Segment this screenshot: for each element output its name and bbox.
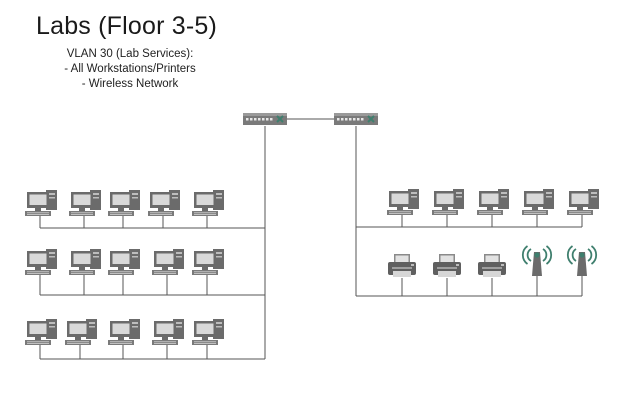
computer-icon bbox=[25, 190, 57, 216]
wireless-ap-icon bbox=[521, 245, 553, 277]
computer-icon bbox=[65, 319, 97, 345]
computer-icon bbox=[477, 189, 509, 215]
computer-icon bbox=[69, 249, 101, 275]
computer-icon bbox=[148, 190, 180, 216]
computer-icon bbox=[192, 249, 224, 275]
switch-icon-2 bbox=[333, 112, 379, 126]
computer-icon bbox=[108, 249, 140, 275]
diagram-title: Labs (Floor 3-5) bbox=[36, 12, 218, 40]
wireless-ap-icon bbox=[566, 245, 598, 277]
vlan-line-1: - All Workstations/Printers bbox=[64, 63, 196, 75]
switch-icon-1 bbox=[242, 112, 288, 126]
computer-icon bbox=[152, 249, 184, 275]
vlan-label: VLAN 30 (Lab Services): bbox=[66, 48, 194, 60]
computer-icon bbox=[108, 319, 140, 345]
computer-icon bbox=[432, 189, 464, 215]
computer-icon bbox=[567, 189, 599, 215]
computer-icon bbox=[69, 190, 101, 216]
printer-icon bbox=[388, 254, 416, 277]
computer-icon bbox=[108, 190, 140, 216]
computer-icon bbox=[522, 189, 554, 215]
computer-icon bbox=[25, 319, 57, 345]
vlan-description: VLAN 30 (Lab Services): - All Workstatio… bbox=[40, 47, 220, 92]
connections bbox=[39, 118, 583, 360]
printer-icon bbox=[478, 254, 506, 277]
computer-icon bbox=[25, 249, 57, 275]
computer-icon bbox=[192, 190, 224, 216]
printer-icon bbox=[433, 254, 461, 277]
vlan-line-2: - Wireless Network bbox=[81, 78, 179, 90]
computer-icon bbox=[387, 189, 419, 215]
computer-icon bbox=[152, 319, 184, 345]
computer-icon bbox=[192, 319, 224, 345]
